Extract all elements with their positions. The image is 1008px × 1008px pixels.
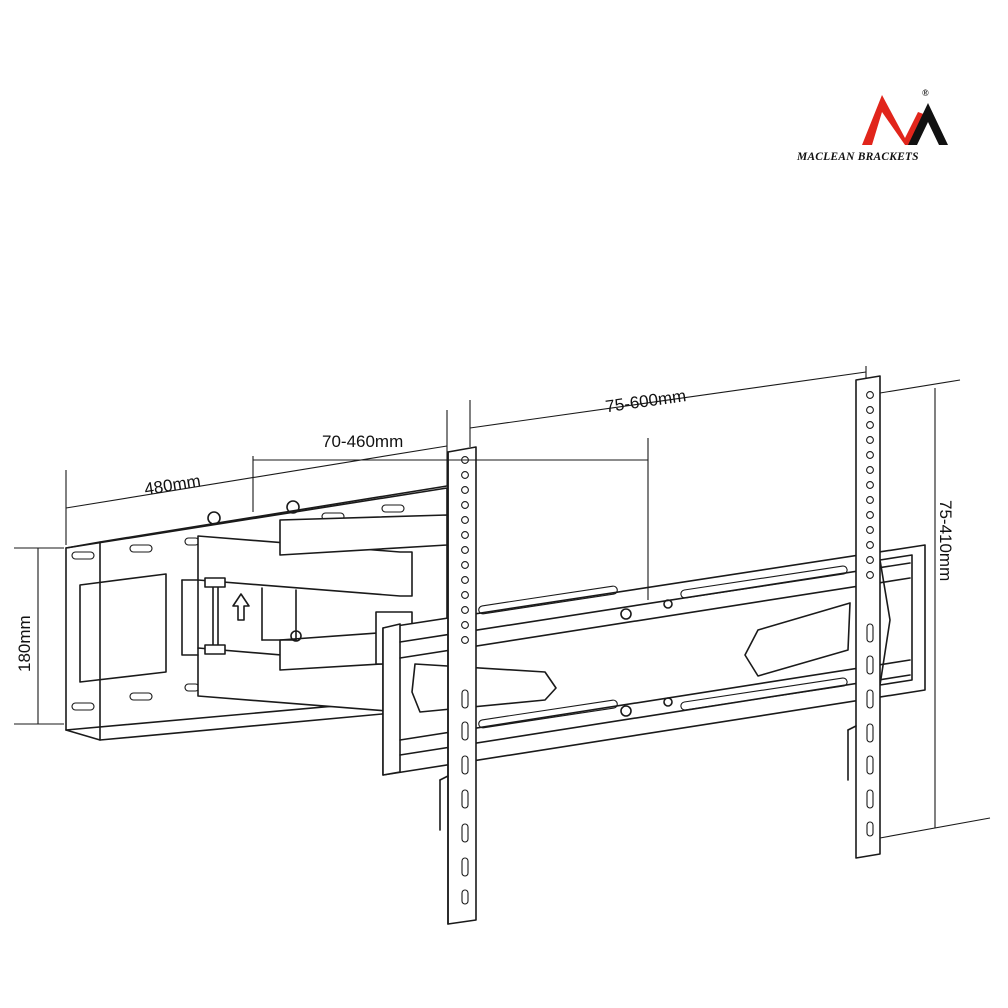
dim-label-vesa-vertical: 75-410mm <box>936 500 955 581</box>
wall-plate-opening <box>79 573 167 683</box>
dim-label-wall-plate-width: 480mm <box>143 471 202 499</box>
logo-registered-mark: ® <box>922 88 929 98</box>
right-vesa-strip <box>847 375 881 859</box>
dim-label-wall-plate-height: 180mm <box>15 615 34 672</box>
logo-black-peak <box>908 103 948 145</box>
up-arrow-icon <box>232 593 250 621</box>
dimension-lines <box>14 366 991 839</box>
logo-red-m <box>862 95 929 145</box>
left-vesa-strip <box>439 446 477 925</box>
dim-label-vesa-horizontal: 75-600mm <box>604 386 687 416</box>
tv-rail-bracket <box>382 544 926 776</box>
brand-logo: ® MACLEAN BRACKETS <box>796 88 948 163</box>
dim-label-wall-distance: 70-460mm <box>322 432 403 451</box>
brand-name-text: MACLEAN BRACKETS <box>796 151 919 163</box>
